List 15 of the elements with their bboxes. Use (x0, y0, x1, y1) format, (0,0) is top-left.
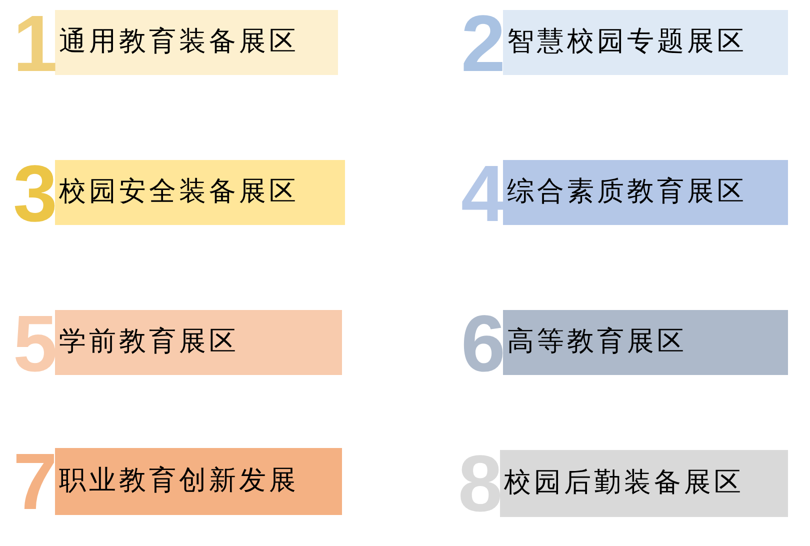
area-number: 5 (13, 308, 58, 380)
area-number: 6 (461, 308, 506, 380)
area-title: 校园后勤装备展区 (500, 450, 788, 517)
area-title: 综合素质教育展区 (503, 160, 788, 225)
area-title: 高等教育展区 (503, 310, 788, 375)
area-title: 智慧校园专题展区 (503, 10, 788, 75)
area-title: 通用教育装备展区 (55, 10, 338, 75)
area-number: 2 (461, 8, 506, 80)
area-number: 3 (13, 158, 58, 230)
area-number: 1 (13, 8, 58, 80)
area-title: 职业教育创新发展 (55, 448, 342, 515)
area-title: 学前教育展区 (55, 310, 342, 375)
area-number: 4 (461, 158, 506, 230)
area-title: 校园安全装备展区 (55, 160, 345, 225)
area-number: 7 (13, 446, 58, 518)
